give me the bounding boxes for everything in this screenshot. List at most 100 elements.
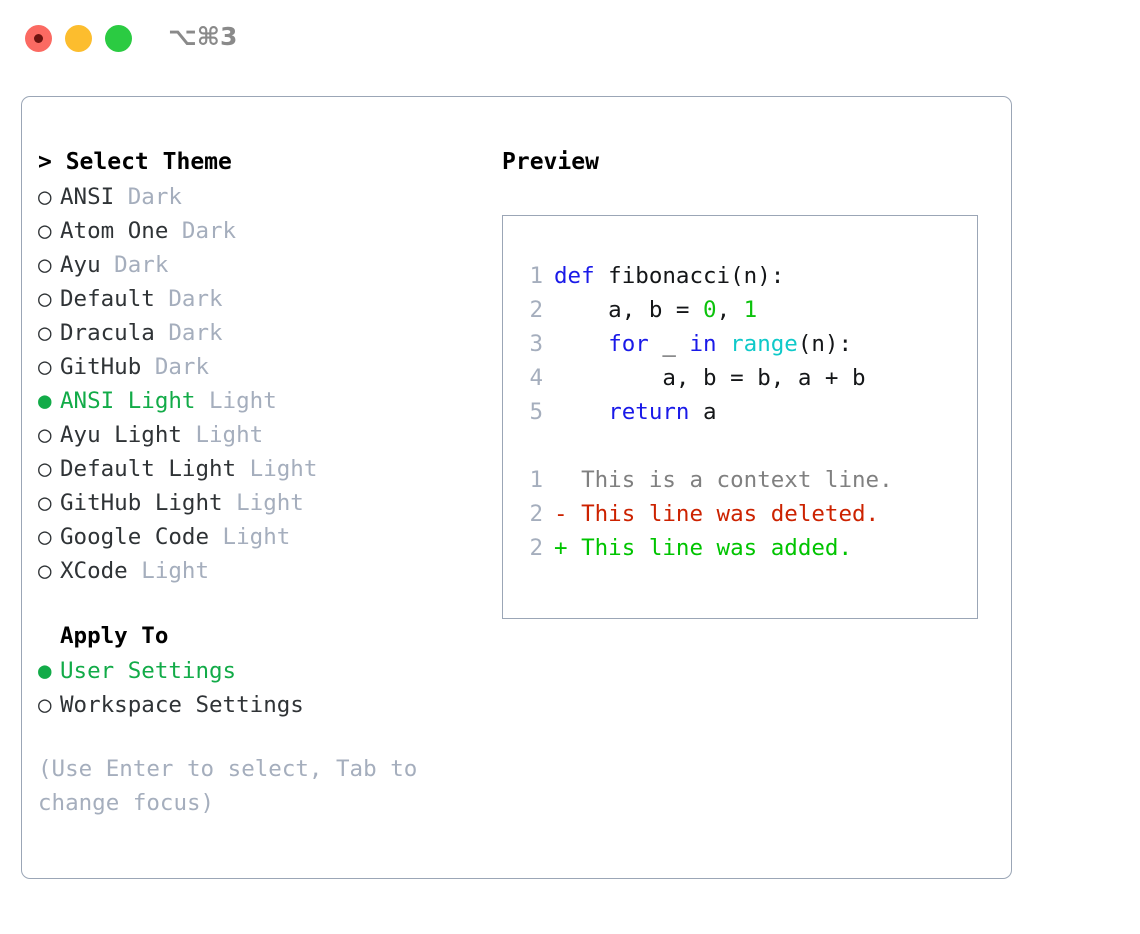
radio-unselected-icon: ○	[38, 422, 52, 448]
diff-marker: +	[554, 535, 568, 561]
code-token: a, b =	[554, 297, 704, 323]
theme-name: Dracula	[60, 320, 155, 346]
theme-list-item[interactable]: ●ANSI Light Light	[38, 384, 498, 418]
theme-list-item[interactable]: ○ ANSI Dark	[38, 180, 498, 214]
code-token: ,	[716, 297, 744, 323]
line-number: 1	[529, 263, 543, 289]
code-token: a	[689, 399, 717, 425]
code-token: 1	[743, 297, 758, 323]
line-number: 2	[529, 501, 543, 527]
theme-name: Atom One	[60, 218, 169, 244]
theme-list-item[interactable]: ○ Ayu Dark	[38, 248, 498, 282]
theme-list-item[interactable]: ○GitHub Dark	[38, 350, 498, 384]
diff-line: 1 This is a context line.	[521, 463, 893, 497]
radio-unselected-icon: ○	[38, 692, 52, 718]
shortcut-label: ⌥⌘3	[168, 22, 238, 51]
diff-marker	[554, 467, 568, 493]
diff-text: This is a context line.	[567, 467, 893, 493]
theme-kind-label: Dark	[141, 354, 210, 380]
code-block: 1 def fibonacci(n): 2 a, b = 0, 1 3 for _ i…	[521, 259, 893, 565]
radio-unselected-icon: ○	[38, 252, 52, 278]
radio-unselected-icon: ○	[38, 456, 52, 482]
theme-name: Ayu	[60, 252, 101, 278]
code-token: _	[648, 331, 690, 357]
apply-to-option[interactable]: ○ Workspace Settings	[38, 688, 498, 722]
apply-to-list: ● User Settings ○ Workspace Settings	[38, 654, 498, 722]
theme-name: XCode	[60, 558, 128, 584]
theme-kind-label: Light	[222, 490, 304, 516]
code-token	[554, 331, 608, 357]
theme-list-item[interactable]: ○ Atom One Dark	[38, 214, 498, 248]
diff-text: This line was deleted.	[567, 501, 880, 527]
theme-kind-label: Dark	[114, 184, 182, 210]
apply-to-label: User Settings	[60, 658, 237, 684]
radio-unselected-icon: ○	[38, 218, 52, 244]
code-line: 5 return a	[521, 395, 893, 429]
code-token: return	[608, 399, 690, 425]
theme-list-item[interactable]: ○Default Dark	[38, 282, 498, 316]
page-title: > Select Theme	[38, 149, 232, 175]
theme-list: ○ANSI Dark○Atom One Dark○Ayu Dark○Defaul…	[38, 180, 498, 588]
main-panel: > Select Theme ○ANSI Dark○Atom One Dark○…	[21, 96, 1012, 879]
theme-selector: > Select Theme ○ANSI Dark○Atom One Dark○…	[38, 144, 498, 820]
line-number: 1	[529, 467, 543, 493]
maximize-button[interactable]	[105, 25, 132, 52]
code-token: 0	[703, 297, 717, 323]
theme-kind-label: Light	[181, 422, 264, 448]
preview-title: Preview	[502, 149, 599, 175]
apply-to-option[interactable]: ● User Settings	[38, 654, 498, 688]
code-line: 1 def fibonacci(n):	[521, 259, 893, 293]
radio-unselected-icon: ○	[38, 320, 52, 346]
line-number: 5	[529, 399, 543, 425]
diff-text: This line was added.	[567, 535, 853, 561]
theme-name: ANSI Light	[60, 388, 196, 414]
theme-kind-label: Dark	[168, 218, 237, 244]
code-token: fibonacci(n):	[594, 263, 785, 289]
radio-unselected-icon: ○	[38, 490, 52, 516]
code-blank-line	[521, 429, 893, 463]
diff-line: 2 + This line was added.	[521, 531, 893, 565]
line-number: 2	[529, 535, 543, 561]
minimize-button[interactable]	[65, 25, 92, 52]
theme-name: ANSI	[60, 184, 115, 210]
recording-indicator-icon	[34, 34, 43, 43]
code-token: def	[554, 263, 595, 289]
theme-kind-label: Dark	[100, 252, 169, 278]
theme-list-item[interactable]: ○Default Light Light	[38, 452, 498, 486]
theme-kind-label: Dark	[154, 320, 223, 346]
code-token: range	[730, 331, 798, 357]
code-line: 4 a, b = b, a + b	[521, 361, 893, 395]
radio-unselected-icon: ○	[38, 558, 52, 584]
line-number: 4	[529, 365, 543, 391]
title-bar: ⌥⌘3	[0, 0, 1140, 78]
keyboard-hint: (Use Enter to select, Tab to change focu…	[38, 756, 418, 816]
code-token: a, b = b, a + b	[554, 365, 866, 391]
radio-unselected-icon: ○	[38, 354, 52, 380]
radio-unselected-icon: ○	[38, 184, 52, 210]
code-line: 2 a, b = 0, 1	[521, 293, 893, 327]
theme-kind-label: Light	[127, 558, 210, 584]
apply-to-label: Workspace Settings	[60, 692, 304, 718]
radio-unselected-icon: ○	[38, 286, 52, 312]
theme-list-item[interactable]: ○Google Code Light	[38, 520, 498, 554]
theme-list-item[interactable]: ○ GitHub Light Light	[38, 486, 498, 520]
theme-kind-label: Light	[195, 388, 277, 414]
preview-pane: Preview 1 def fibonacci(n): 2 a, b = 0, 1 3…	[502, 144, 1002, 619]
theme-name: Default	[60, 286, 155, 312]
radio-selected-icon: ●	[38, 658, 52, 684]
theme-list-item[interactable]: ○ Dracula Dark	[38, 316, 498, 350]
code-preview-panel: 1 def fibonacci(n): 2 a, b = 0, 1 3 for _ i…	[502, 215, 978, 619]
code-token: for	[608, 331, 649, 357]
code-token: in	[689, 331, 717, 357]
theme-kind-label: Light	[236, 456, 318, 482]
code-token: (n):	[797, 331, 853, 357]
code-token	[717, 331, 731, 357]
theme-name: GitHub Light	[60, 490, 223, 516]
theme-list-item[interactable]: ○ Ayu Light Light	[38, 418, 498, 452]
line-number: 3	[529, 331, 543, 357]
theme-list-item[interactable]: ○ XCode Light	[38, 554, 498, 588]
theme-name: Ayu Light	[60, 422, 182, 448]
line-number: 2	[529, 297, 543, 323]
diff-marker: -	[554, 501, 568, 527]
apply-to-title: Apply To	[60, 623, 169, 649]
